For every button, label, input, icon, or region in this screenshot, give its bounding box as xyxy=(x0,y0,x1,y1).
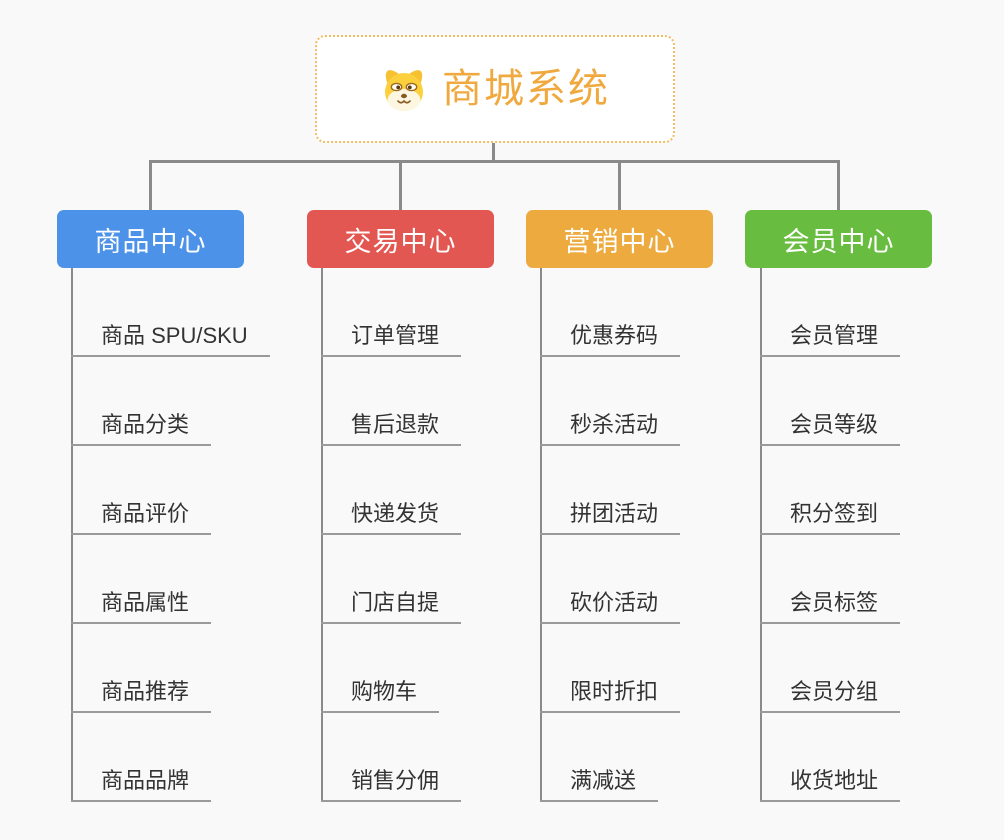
connector-trunk xyxy=(71,268,73,802)
connector-drop xyxy=(837,161,840,210)
leaf-node[interactable]: 订单管理 xyxy=(321,321,462,357)
leaf-node[interactable]: 购物车 xyxy=(321,677,440,713)
connector-drop xyxy=(149,161,152,210)
leaf-node[interactable]: 商品属性 xyxy=(71,588,212,624)
leaf-node[interactable]: 优惠券码 xyxy=(540,321,681,357)
connector-horizontal xyxy=(149,160,840,163)
connector-trunk xyxy=(540,268,542,802)
leaf-node[interactable]: 商品评价 xyxy=(71,499,212,535)
connector-trunk xyxy=(321,268,323,802)
leaf-node[interactable]: 会员管理 xyxy=(760,321,901,357)
leaf-node[interactable]: 商品品牌 xyxy=(71,766,212,802)
leaf-node[interactable]: 商品分类 xyxy=(71,410,212,446)
leaf-node[interactable]: 满减送 xyxy=(540,766,659,802)
root-label: 商城系统 xyxy=(442,67,610,111)
connector-drop xyxy=(399,161,402,210)
root-node[interactable]: 商城系统 xyxy=(315,35,675,143)
branch-node-trade-center[interactable]: 交易中心 xyxy=(307,210,494,268)
branch-node-member-center[interactable]: 会员中心 xyxy=(745,210,932,268)
connector-drop xyxy=(618,161,621,210)
leaf-node[interactable]: 积分签到 xyxy=(760,499,901,535)
leaf-node[interactable]: 会员分组 xyxy=(760,677,901,713)
leaf-node[interactable]: 会员标签 xyxy=(760,588,901,624)
leaf-node[interactable]: 商品 SPU/SKU xyxy=(71,321,270,357)
leaf-node[interactable]: 会员等级 xyxy=(760,410,901,446)
leaf-node[interactable]: 商品推荐 xyxy=(71,677,212,713)
leaf-node[interactable]: 收货地址 xyxy=(760,766,901,802)
dog-face-icon xyxy=(380,66,428,112)
connector-root-stem xyxy=(492,142,495,163)
branch-node-goods-center[interactable]: 商品中心 xyxy=(57,210,244,268)
leaf-node[interactable]: 拼团活动 xyxy=(540,499,681,535)
branch-node-marketing-center[interactable]: 营销中心 xyxy=(526,210,713,268)
leaf-node[interactable]: 秒杀活动 xyxy=(540,410,681,446)
leaf-node[interactable]: 砍价活动 xyxy=(540,588,681,624)
leaf-node[interactable]: 销售分佣 xyxy=(321,766,462,802)
leaf-node[interactable]: 限时折扣 xyxy=(540,677,681,713)
connector-trunk xyxy=(760,268,762,802)
leaf-node[interactable]: 门店自提 xyxy=(321,588,462,624)
leaf-node[interactable]: 快递发货 xyxy=(321,499,462,535)
leaf-node[interactable]: 售后退款 xyxy=(321,410,462,446)
